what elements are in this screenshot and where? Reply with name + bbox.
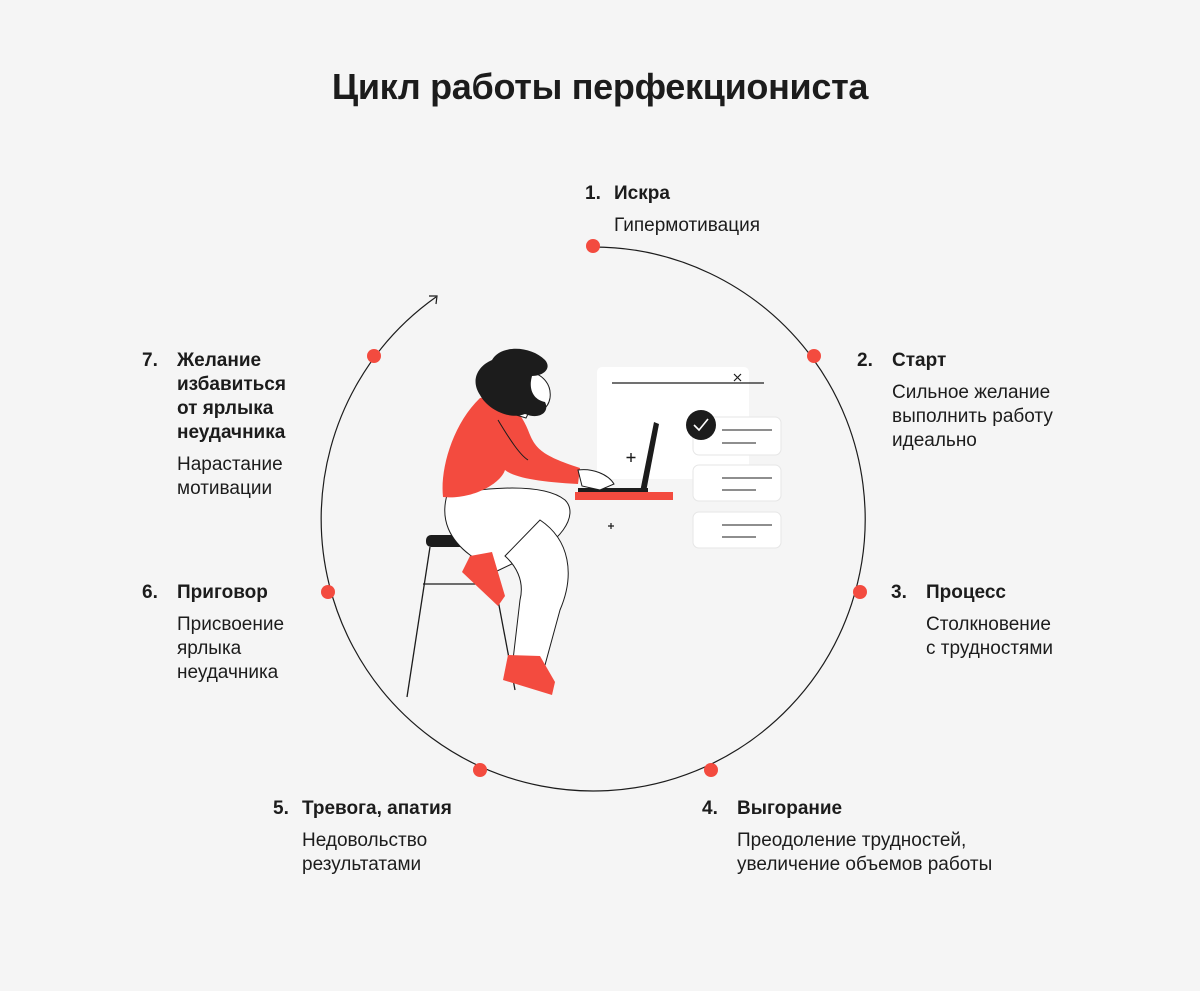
plus-icon [626,453,636,462]
checkmark-icon [686,410,716,440]
step-number: 3. [891,582,907,603]
step-title: Старт [892,350,947,371]
step-2: 2. Старт Сильное желание выполнить работ… [857,349,1053,453]
step-7: 7. Желание избавиться от ярлыка неудачни… [142,349,286,501]
step-number: 5. [273,798,289,819]
page-title: Цикл работы перфекциониста [331,66,869,107]
dot-step-2 [807,349,821,363]
step-title: Тревога, апатия [302,798,452,819]
step-description: Недовольство результатами [302,830,428,875]
step-title: Приговор [177,582,268,603]
close-icon [733,373,742,382]
step-description: Гипермотивация [614,215,761,236]
step-4: 4. Выгорание Преодоление трудностей, уве… [702,797,992,877]
step-number: 6. [142,582,158,603]
step-description: Присвоение ярлыка неудачника [177,614,285,683]
cycle-arc [320,246,866,792]
dot-step-5 [473,763,487,777]
dot-step-3 [853,585,867,599]
dot-step-7 [367,349,381,363]
step-title: Выгорание [737,798,843,819]
list-cards [692,416,782,549]
step-title: Желание избавиться от ярлыка неудачника [177,350,286,443]
step-dots [321,239,867,777]
step-5: 5. Тревога, апатия Недовольство результа… [273,797,452,877]
illustration-person-at-laptop [406,348,782,698]
step-6: 6. Приговор Присвоение ярлыка неудачника [142,581,284,685]
laptop [640,422,659,492]
dot-step-4 [704,763,718,777]
cycle-arrow-head [429,295,438,305]
step-number: 7. [142,350,158,371]
step-number: 4. [702,798,718,819]
step-description: Нарастание мотивации [177,454,283,499]
step-number: 1. [585,183,601,204]
step-number: 2. [857,350,873,371]
step-description: Преодоление трудностей, увеличение объем… [737,830,993,875]
dot-step-6 [321,585,335,599]
step-description: Столкновение с трудностями [926,614,1054,659]
step-1: 1. Искра Гипермотивация [585,182,760,238]
step-description: Сильное желание выполнить работу идеальн… [892,382,1053,451]
step-title: Искра [614,183,670,204]
step-title: Процесс [926,582,1006,603]
desk [575,492,673,500]
hair [475,348,548,417]
step-3: 3. Процесс Столкновение с трудностями [891,581,1053,661]
dot-step-1 [586,239,600,253]
